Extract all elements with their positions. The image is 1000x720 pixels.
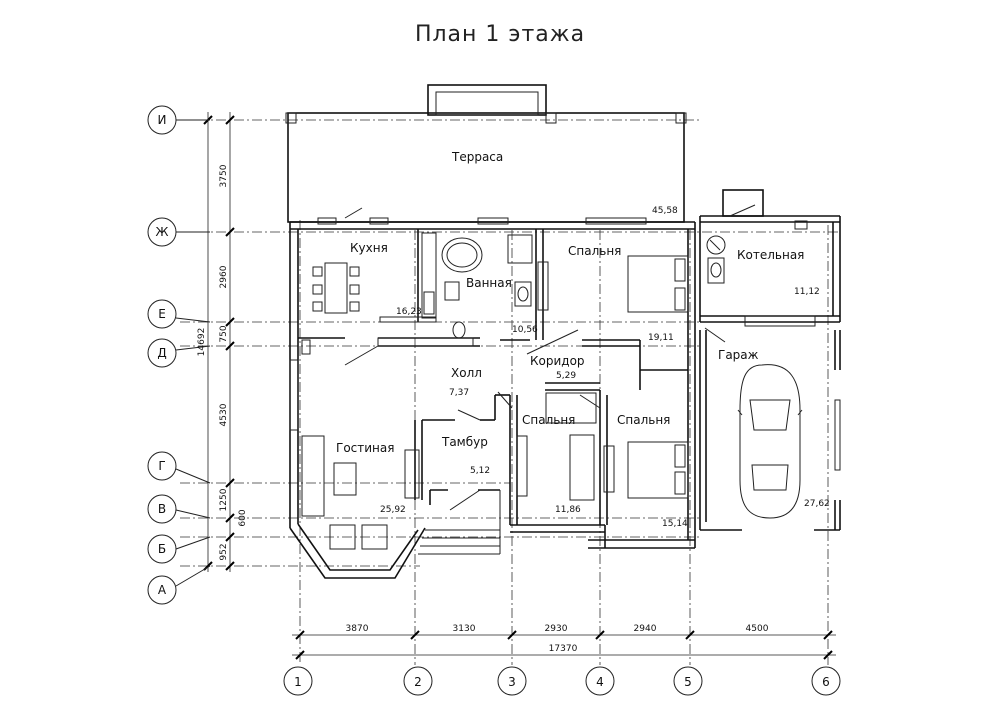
axis-bubble-v	[147, 494, 177, 524]
dim-2-3: 3130	[453, 624, 476, 634]
living-furniture	[301, 435, 420, 550]
axis-label-b: Б	[158, 542, 166, 556]
room-label-corridor: Коридор	[530, 354, 585, 368]
axis-label-a: А	[158, 583, 167, 597]
area-living: 25,92	[380, 505, 406, 515]
row-axis-bubbles: И Ж Е Д Г В Б А	[147, 105, 211, 605]
dim-g-v: 1250	[219, 488, 229, 511]
axis-label-d: Д	[157, 346, 166, 360]
axis-label-zh: Ж	[156, 225, 169, 239]
axis-label-g: Г	[158, 459, 165, 473]
area-kitchen: 16,23	[396, 307, 422, 317]
dim-e-d: 750	[219, 325, 229, 342]
bedroom-furniture	[516, 255, 689, 501]
dim-zh-e: 2960	[219, 265, 229, 288]
column-axis-bubbles: 1 2 3 4 5 6	[283, 666, 841, 696]
room-label-kitchen: Кухня	[350, 241, 388, 255]
axis-bubble-a	[147, 575, 177, 605]
room-label-bedroom-mid: Спальня	[522, 413, 575, 427]
dim-bottom-total: 17370	[549, 644, 578, 654]
axis-bubble-zh	[147, 217, 177, 247]
dim-1-2: 3870	[346, 624, 369, 634]
axis-bubble-4	[585, 666, 615, 696]
left-dimension-chain	[203, 112, 235, 572]
axis-bubble-1	[283, 666, 313, 696]
dim-5-6: 4500	[746, 624, 769, 634]
axis-bubble-6	[811, 666, 841, 696]
axis-label-2: 2	[414, 675, 422, 689]
axis-label-v: В	[158, 502, 166, 516]
dim-b-a: 952	[219, 543, 229, 560]
room-label-garage: Гараж	[718, 348, 759, 362]
kitchen-furniture	[312, 232, 474, 347]
room-label-bedroom-right: Спальня	[617, 413, 670, 427]
axis-bubble-2	[403, 666, 433, 696]
dim-d-g: 4530	[219, 403, 229, 426]
area-corridor: 5,29	[556, 371, 576, 381]
axis-bubble-i	[147, 105, 177, 135]
bottom-dimension-values: 3870 3130 2930 2940 4500 17370	[346, 624, 769, 654]
dim-4-5: 2940	[634, 624, 657, 634]
axis-label-3: 3	[508, 675, 516, 689]
area-garage: 27,62	[804, 499, 830, 509]
area-bedroom-mid: 11,86	[555, 505, 581, 515]
room-label-bedroom-top: Спальня	[568, 244, 621, 258]
room-label-bath: Ванная	[466, 276, 512, 290]
area-bath: 10,56	[512, 325, 538, 335]
room-label-vestibule: Тамбур	[441, 435, 488, 449]
boiler-garage-walls	[699, 189, 841, 531]
porch-steps	[418, 490, 501, 555]
plan-title: План 1 этажа	[414, 22, 586, 47]
axis-bubble-e	[147, 299, 177, 329]
axis-bubble-d	[147, 338, 177, 368]
axis-bubble-3	[497, 666, 527, 696]
left-dimension-values: 3750 2960 750 4530 1250 600 952 14692	[197, 164, 248, 560]
axis-bubble-5	[673, 666, 703, 696]
axis-label-i: И	[158, 113, 167, 127]
room-label-living: Гостиная	[336, 441, 394, 455]
room-label-boiler: Котельная	[737, 248, 804, 262]
area-bedroom-right: 15,14	[662, 519, 688, 529]
area-terrace: 45,58	[652, 206, 678, 216]
axis-label-6: 6	[822, 675, 830, 689]
axis-bubble-b	[147, 534, 177, 564]
axis-label-1: 1	[294, 675, 302, 689]
area-bedroom-top: 19,11	[648, 333, 674, 343]
area-boiler: 11,12	[794, 287, 820, 297]
dim-left-total: 14692	[197, 328, 207, 357]
axis-label-4: 4	[596, 675, 604, 689]
area-hall: 7,37	[449, 388, 469, 398]
car-icon	[737, 364, 803, 519]
boiler-fixtures	[706, 235, 726, 284]
door-swings	[317, 204, 756, 511]
bathroom-fixtures	[441, 234, 533, 339]
room-label-hall: Холл	[451, 366, 482, 380]
dim-v-b: 600	[238, 509, 248, 526]
bottom-dimension-chain	[292, 630, 836, 660]
dim-i-zh: 3750	[219, 164, 229, 187]
axis-bubble-g	[147, 451, 177, 481]
area-vestibule: 5,12	[470, 466, 490, 476]
axis-label-e: Е	[158, 307, 166, 321]
area-values: 45,58 16,23 10,56 19,11 11,12 5,29 7,37 …	[380, 206, 830, 529]
axis-label-5: 5	[684, 675, 692, 689]
room-label-terrace: Терраса	[451, 150, 503, 164]
dim-3-4: 2930	[545, 624, 568, 634]
room-labels: Терраса Кухня Ванная Спальня Котельная Г…	[336, 150, 804, 455]
